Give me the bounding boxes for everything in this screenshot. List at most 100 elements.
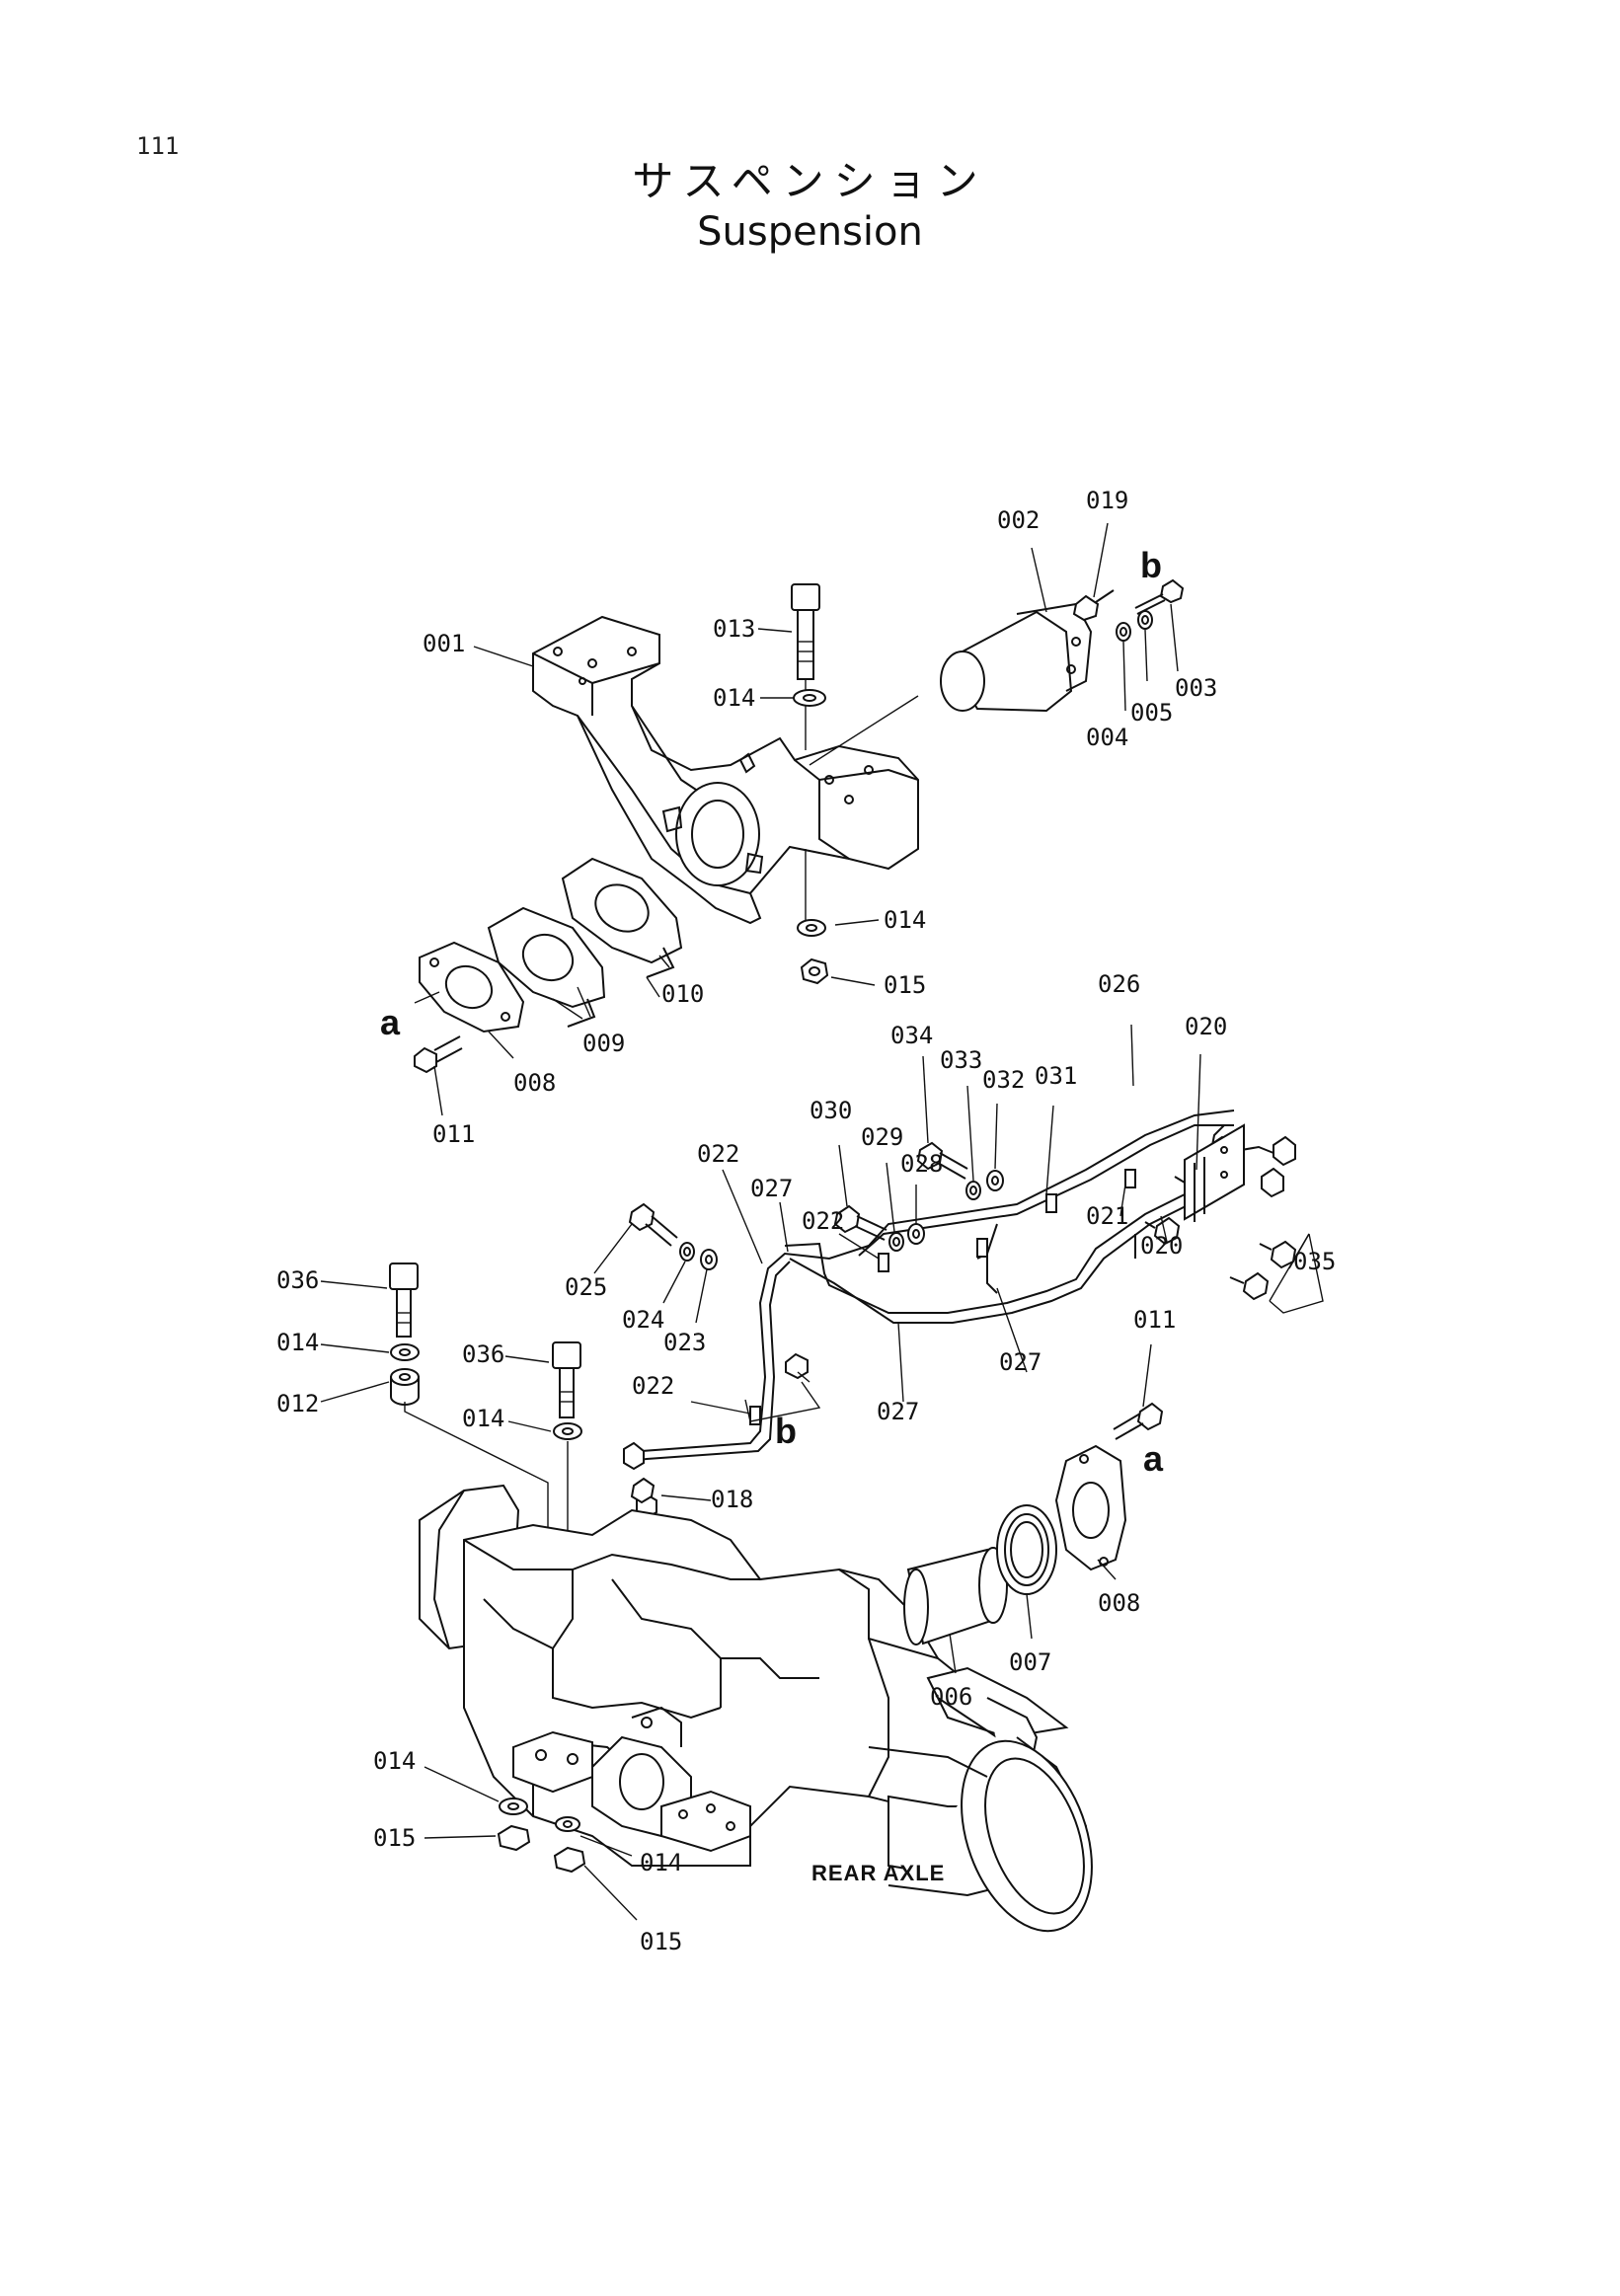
callout-036-b: 036	[462, 1340, 504, 1368]
callout-015-a: 015	[884, 971, 926, 999]
callout-022-a: 022	[697, 1140, 739, 1168]
bolt-019	[1072, 589, 1115, 622]
callout-011-b: 011	[1133, 1306, 1176, 1334]
callout-004: 004	[1086, 724, 1128, 751]
callout-012: 012	[276, 1390, 319, 1417]
callout-015-c: 015	[640, 1928, 682, 1955]
ref-mark-a-bottom: a	[1143, 1438, 1164, 1479]
washer-014-mid	[797, 919, 826, 937]
callout-003: 003	[1175, 674, 1217, 702]
callout-021: 021	[1086, 1202, 1128, 1230]
callout-014-b: 014	[884, 906, 926, 934]
ref-mark-b-bottom: b	[775, 1411, 797, 1451]
callout-023: 023	[663, 1329, 706, 1356]
bolt-003	[1134, 578, 1185, 615]
suspension-pin	[809, 602, 1093, 766]
washer-014-bottom-left	[499, 1798, 528, 1815]
page-title-english: Suspension	[697, 209, 923, 255]
callout-014-f: 014	[640, 1849, 682, 1876]
callout-005: 005	[1130, 699, 1173, 727]
callout-035: 035	[1293, 1248, 1336, 1275]
callout-027-a: 027	[750, 1175, 793, 1202]
bolt-034	[916, 1141, 968, 1180]
bolt-025	[628, 1202, 678, 1247]
callout-011-a: 011	[432, 1120, 475, 1148]
bolts-035	[1229, 1240, 1297, 1301]
callout-036-a: 036	[276, 1266, 319, 1294]
callout-028: 028	[900, 1150, 943, 1178]
callout-024: 024	[622, 1306, 664, 1334]
washer-023	[700, 1249, 718, 1270]
ref-mark-a-top: a	[380, 1002, 401, 1042]
callout-030: 030	[810, 1097, 852, 1124]
callout-025: 025	[565, 1273, 607, 1301]
washer-014-top	[793, 689, 826, 707]
washer-014-center	[553, 1422, 582, 1440]
nut-015-top	[800, 957, 829, 985]
mounting-plate	[1184, 1123, 1245, 1222]
callout-026: 026	[1098, 970, 1140, 998]
washer-014-bottom-right	[555, 1816, 580, 1832]
leader-lines	[320, 522, 1324, 1921]
shim-010	[561, 857, 683, 978]
callout-014-c: 014	[276, 1329, 319, 1356]
page-number: 111	[136, 132, 180, 160]
callout-033: 033	[940, 1046, 982, 1074]
callout-008-b: 008	[1098, 1589, 1140, 1617]
ref-mark-b-top: b	[1140, 545, 1162, 585]
page-title-japanese: サスペンション	[632, 157, 988, 205]
washer-004	[1116, 622, 1131, 642]
callout-010: 010	[661, 980, 704, 1008]
seal-007	[996, 1504, 1057, 1595]
bolt-020-lower	[1144, 1216, 1181, 1246]
shim-008-top	[419, 941, 525, 1033]
part-callouts: 001 002 003 004 005 019 013 014 014 015 …	[276, 487, 1336, 1955]
bolt-013	[791, 583, 820, 750]
callout-014-e: 014	[373, 1747, 416, 1775]
callout-027-b: 027	[999, 1348, 1041, 1376]
callout-031: 031	[1035, 1062, 1077, 1090]
callout-034: 034	[890, 1022, 933, 1049]
washer-005	[1137, 610, 1153, 630]
callout-013: 013	[713, 615, 755, 643]
callout-014-a: 014	[713, 684, 755, 712]
washer-024	[679, 1242, 695, 1262]
callout-027-c: 027	[877, 1398, 919, 1425]
washer-033	[965, 1181, 981, 1200]
bolt-011-right	[1113, 1402, 1164, 1440]
washer-028	[907, 1223, 925, 1245]
washer-029	[888, 1232, 904, 1252]
callout-009: 009	[582, 1030, 625, 1057]
washer-032	[986, 1170, 1004, 1191]
bolt-036-left	[389, 1263, 419, 1338]
bolt-030	[833, 1204, 887, 1241]
brake-tubes	[631, 1110, 1274, 1462]
breather-018	[630, 1477, 656, 1504]
callout-007: 007	[1009, 1648, 1051, 1676]
nut-015-bottom-left	[497, 1824, 531, 1852]
callout-029: 029	[861, 1123, 903, 1151]
callout-020-a: 020	[1185, 1013, 1227, 1040]
washer-014-left	[390, 1343, 420, 1361]
callout-002: 002	[997, 506, 1040, 534]
callout-001: 001	[423, 630, 465, 657]
bolt-036-center	[552, 1341, 581, 1418]
callout-032: 032	[982, 1066, 1025, 1094]
shim-009	[487, 906, 606, 1028]
callout-008-a: 008	[513, 1069, 556, 1097]
suspension-bracket	[532, 615, 919, 925]
callout-014-d: 014	[462, 1405, 504, 1432]
nut-015-bottom-right	[553, 1846, 586, 1874]
bushing-006	[903, 1547, 1008, 1645]
callout-022-c: 022	[632, 1372, 674, 1400]
bolt-011-left	[414, 1035, 463, 1074]
rear-axle-label: REAR AXLE	[811, 1861, 945, 1885]
rear-axle-housing	[419, 1484, 1093, 1933]
callout-020-b: 020	[1140, 1232, 1183, 1260]
spacer-012	[390, 1368, 420, 1406]
callout-022-b: 022	[802, 1207, 844, 1235]
callout-015-b: 015	[373, 1824, 416, 1852]
shim-008-bottom	[1054, 1444, 1127, 1571]
